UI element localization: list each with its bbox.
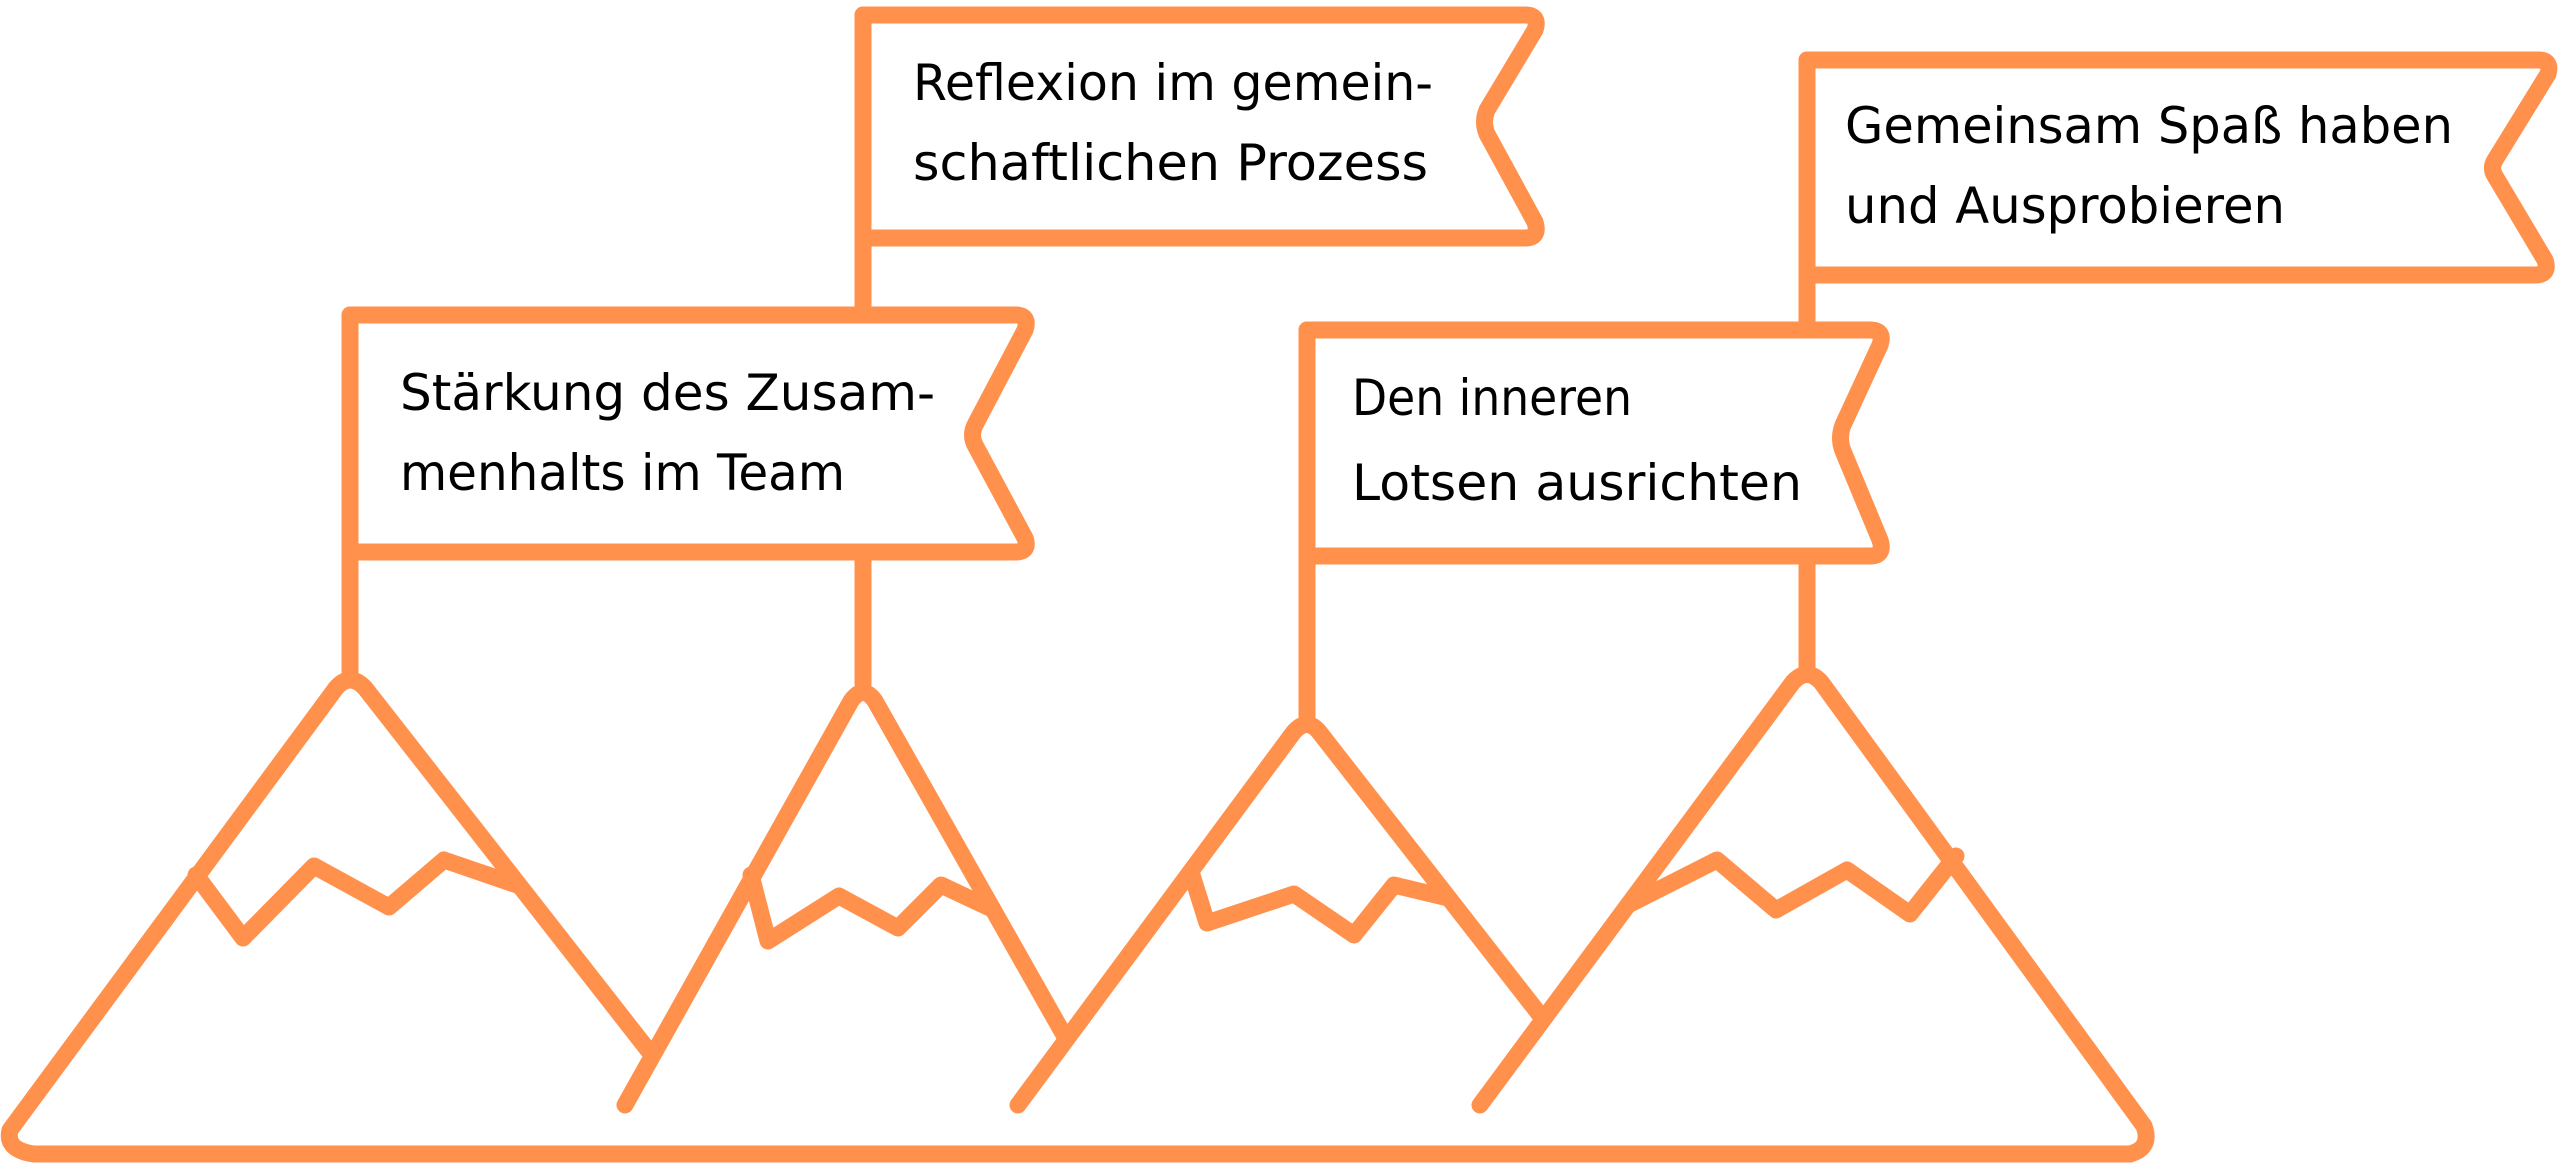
snowcap-4 [1619,847,1965,923]
flag-3-text-line1: Den inneren [1352,369,1632,427]
snowcap-2 [742,866,999,950]
flag-4: Gemeinsam Spaß haben und Ausprobieren [1798,51,2558,284]
snowcap-3 [1183,866,1457,944]
flag-4-text-line1: Gemeinsam Spaß haben [1845,97,2453,155]
mountain-outline [0,666,2155,1163]
flag-3-banner [1298,321,1890,565]
flag-4-banner [1798,51,2558,284]
flag-1: Stärkung des Zusam- menhalts im Team [341,306,1035,561]
flag-2-banner [854,6,1545,247]
flag-3: Den inneren Lotsen ausrichten [1298,321,1890,565]
flag-1-banner [341,306,1035,561]
flag-1-text-line1: Stärkung des Zusam- [400,364,935,422]
flag-2-text-line2: schaftlichen Prozess [913,134,1428,192]
mountain-range [0,666,2155,1163]
flag-3-text-line2: Lotsen ausrichten [1352,454,1802,512]
flag-2: Reflexion im gemein- schaftlichen Prozes… [854,6,1545,247]
flag-2-text-line1: Reflexion im gemein- [913,54,1433,112]
flag-1-text-line2: menhalts im Team [400,444,845,502]
snowcap-1 [187,851,526,947]
flag-4-text-line2: und Ausprobieren [1845,177,2285,235]
